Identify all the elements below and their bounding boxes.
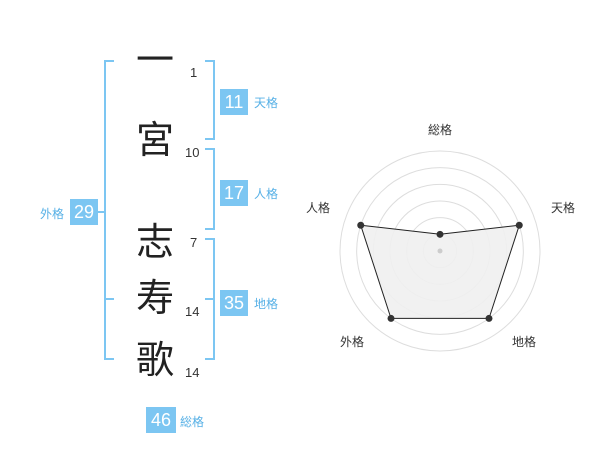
radar-axis-label-tenkaku: 天格 [551, 200, 575, 215]
name-char-4: 寿 [135, 276, 174, 320]
chikaku-bracket-top [205, 238, 215, 240]
radar-axis-label-gaikaku: 外格 [340, 334, 364, 349]
gaikaku-bracket-mid [104, 298, 114, 300]
radar-point [515, 221, 523, 229]
soukaku-badge: 46 [146, 407, 176, 433]
radar-ring [406, 217, 474, 285]
radar-axis-label-soukaku: 総格 [428, 122, 452, 137]
tenkaku-bracket [213, 60, 215, 140]
jinkaku-bracket-top [205, 148, 215, 150]
jinkaku-label: 人格 [254, 187, 279, 201]
gaikaku-bracket-bottom [104, 358, 114, 360]
radar-ring [339, 150, 541, 352]
tenkaku-badge: 11 [220, 89, 248, 115]
stroke-count-5: 14 [185, 365, 200, 380]
gaikaku-bracket-top [104, 60, 114, 62]
radar-point [387, 314, 395, 322]
name-char-2: 宮 [135, 118, 174, 162]
gaikaku-connector [98, 211, 106, 213]
radar-axis-label-jinkaku: 人格 [306, 200, 330, 215]
chikaku-bracket-mid [205, 298, 215, 300]
stroke-count-2: 10 [185, 145, 200, 160]
chikaku-bracket-bottom [205, 358, 215, 360]
jinkaku-badge: 17 [220, 180, 248, 206]
gaikaku-bracket [104, 60, 106, 360]
radar-center [437, 248, 443, 254]
radar-ring [372, 183, 508, 319]
radar-point [436, 230, 444, 238]
radar-ring [389, 200, 491, 302]
radar-grid [339, 150, 541, 352]
radar-points [357, 221, 523, 322]
tenkaku-label: 天格 [254, 96, 279, 110]
chikaku-label: 地格 [254, 297, 279, 311]
radar-axis-label-chikaku: 地格 [512, 334, 536, 349]
radar-point [485, 314, 493, 322]
radar-ring [356, 167, 524, 335]
name-char-5: 歌 [135, 338, 174, 382]
radar-ring [422, 233, 458, 269]
tenkaku-bracket-top [205, 60, 215, 62]
radar-point [357, 221, 365, 229]
stroke-count-4: 14 [185, 304, 200, 319]
chikaku-badge: 35 [220, 290, 248, 316]
soukaku-label: 総格 [180, 415, 205, 429]
gaikaku-label: 外格 [40, 207, 65, 221]
stroke-count-1: 1 [190, 65, 198, 80]
name-char-1: 一 [135, 38, 174, 82]
radar-area [359, 224, 521, 319]
tenkaku-bracket-bottom [205, 138, 215, 140]
gaikaku-badge: 29 [70, 199, 98, 225]
stroke-count-3: 7 [190, 235, 198, 250]
name-char-3: 志 [135, 220, 174, 264]
jinkaku-bracket [213, 148, 215, 230]
jinkaku-bracket-bottom [205, 228, 215, 230]
